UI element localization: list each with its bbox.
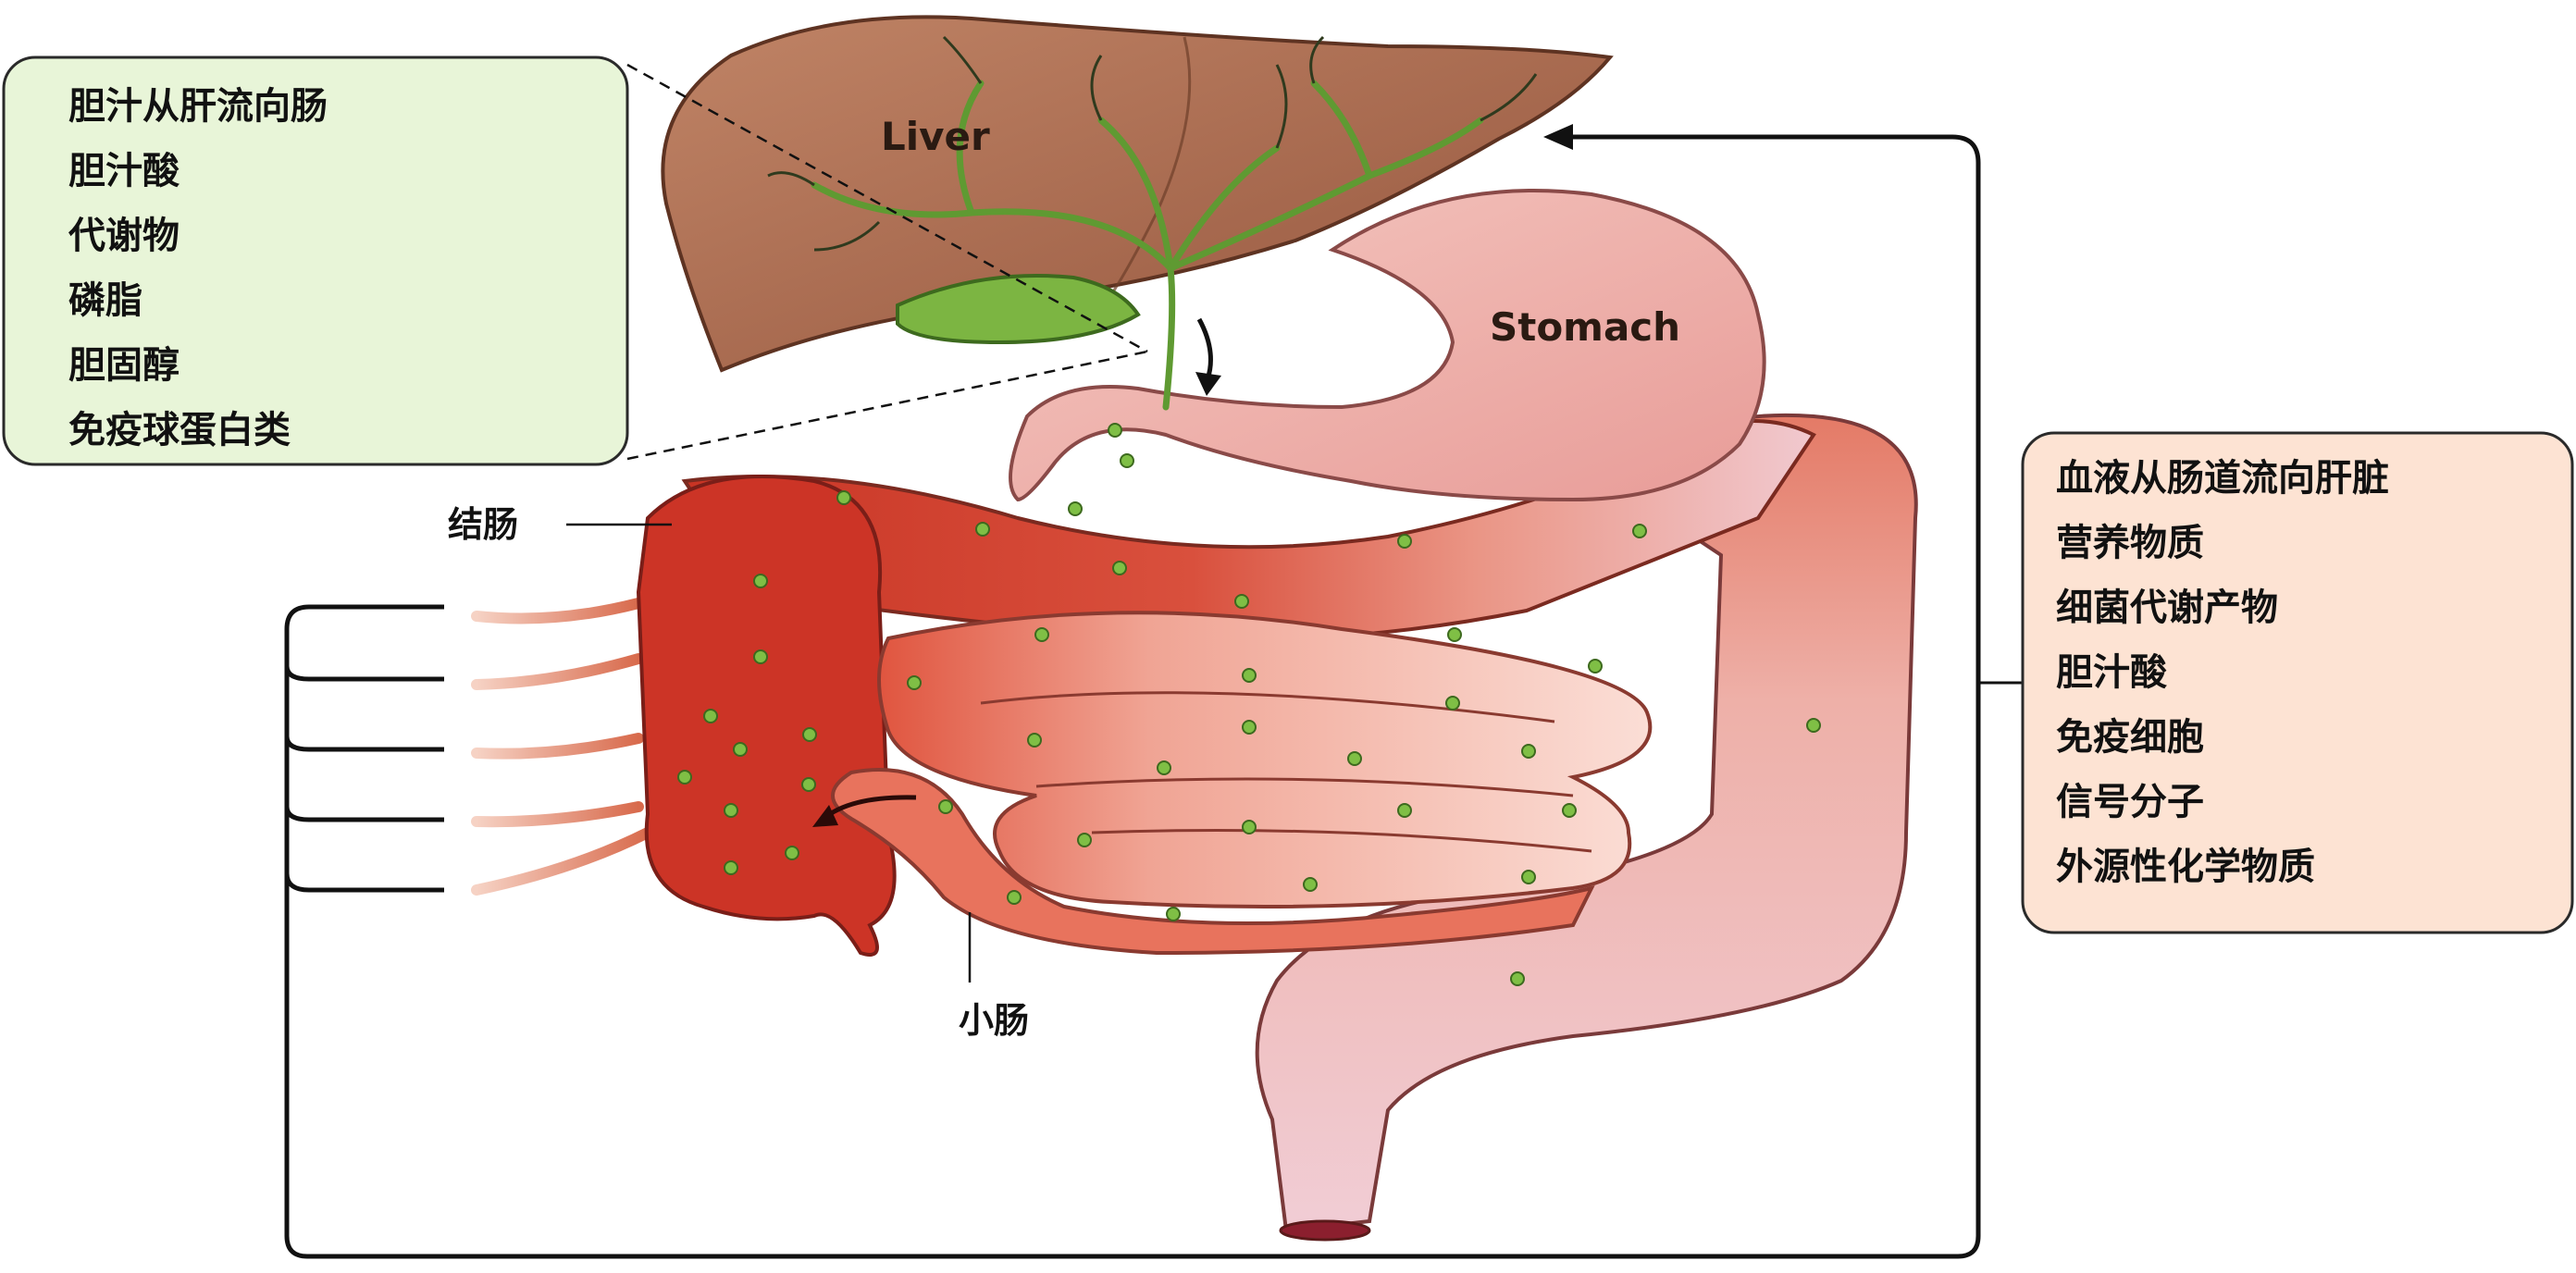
ascending-colon [636,475,897,957]
loop-arrowhead [1543,124,1573,150]
small-intestine [831,611,1653,956]
bile-duct-tree [811,80,1484,411]
gut-to-liver-item: 胆汁酸 [2056,651,2168,694]
mesenteric-vessels [471,598,653,896]
bile-particles [677,423,1821,986]
liver-to-gut-item: 胆汁从肝流向肠 [68,85,328,128]
liver-to-gut-item: 代谢物 [68,215,180,257]
liver-to-gut-item: 磷脂 [68,279,142,322]
gut-to-liver-box: 血液从肠道流向肝脏 营养物质 细菌代谢产物 胆汁酸 免疫细胞 信号分子 外源性化… [2021,431,2574,934]
small-intestine-label: 小肠 [959,1000,1029,1041]
gallbladder [896,274,1141,345]
liver-to-gut-item: 免疫球蛋白类 [68,409,291,451]
gut-to-liver-item: 营养物质 [2056,522,2204,564]
callout-dashed-lines [626,63,1148,461]
gut-to-liver-item: 细菌代谢产物 [2056,587,2278,629]
colon-label: 结肠 [448,504,518,545]
stomach [1009,189,1766,502]
gut-to-liver-item: 外源性化学物质 [2056,846,2315,888]
colon-flow-arrow [812,795,917,827]
liver-to-gut-item: 胆汁酸 [68,150,180,192]
gut-to-liver-item: 信号分子 [2056,781,2204,823]
circulation-loop-line [284,134,1981,1259]
liver-to-gut-box: 胆汁从肝流向肠 胆汁酸 代谢物 磷脂 胆固醇 免疫球蛋白类 [2,56,629,466]
gut-to-liver-item: 免疫细胞 [2056,716,2204,759]
vessel-bracket-lines [284,665,444,893]
liver [661,15,1614,373]
stomach-label: Stomach [1490,304,1680,350]
bile-flow-arrow [1195,317,1221,396]
liver-to-gut-item: 胆固醇 [68,344,180,387]
liver-label: Liver [881,114,990,159]
gut-to-liver-item: 血液从肠道流向肝脏 [2056,457,2389,500]
bile-duct-fine-branches [767,35,1538,252]
